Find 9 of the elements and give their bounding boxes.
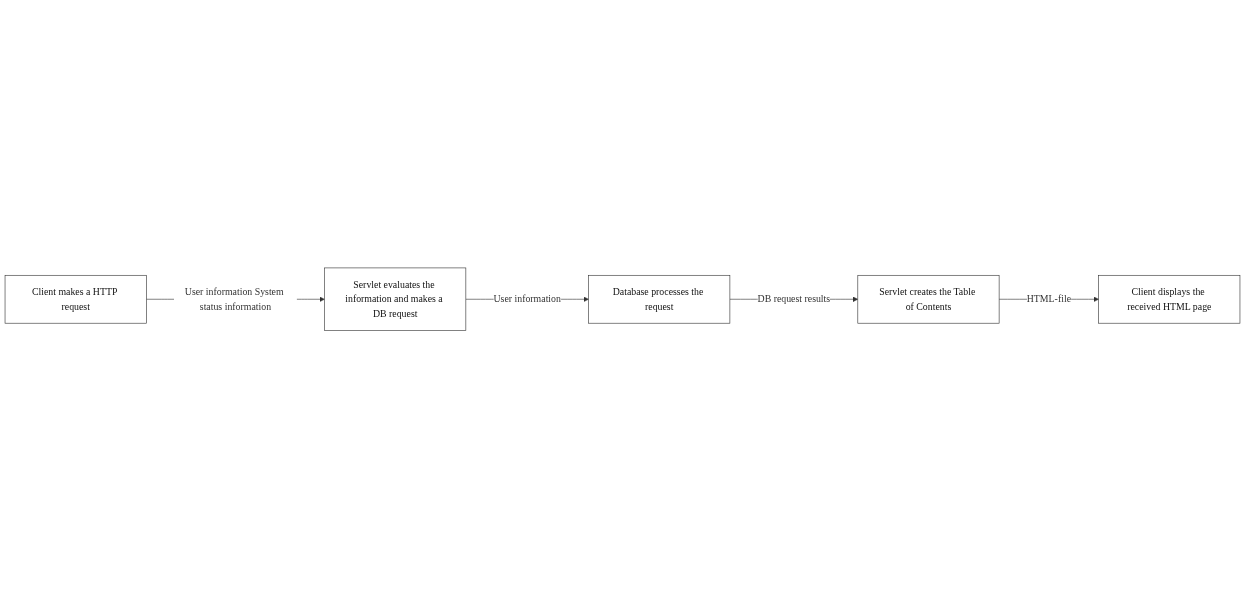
node-box: Client makes a HTTP request bbox=[4, 275, 147, 324]
node-box: Client displays the received HTML page bbox=[1098, 275, 1241, 324]
edge-label: User information System status information bbox=[184, 286, 284, 312]
edge-label: DB request results bbox=[757, 293, 831, 305]
node-box: Servlet creates the Table of Contents bbox=[857, 275, 1000, 324]
edge-label: HTML-file bbox=[1026, 293, 1071, 305]
node-box: Database processes the request bbox=[588, 275, 731, 324]
node-box: Servlet evaluates the information and makes a DB request bbox=[324, 267, 467, 332]
edge-label: User information bbox=[493, 293, 561, 305]
